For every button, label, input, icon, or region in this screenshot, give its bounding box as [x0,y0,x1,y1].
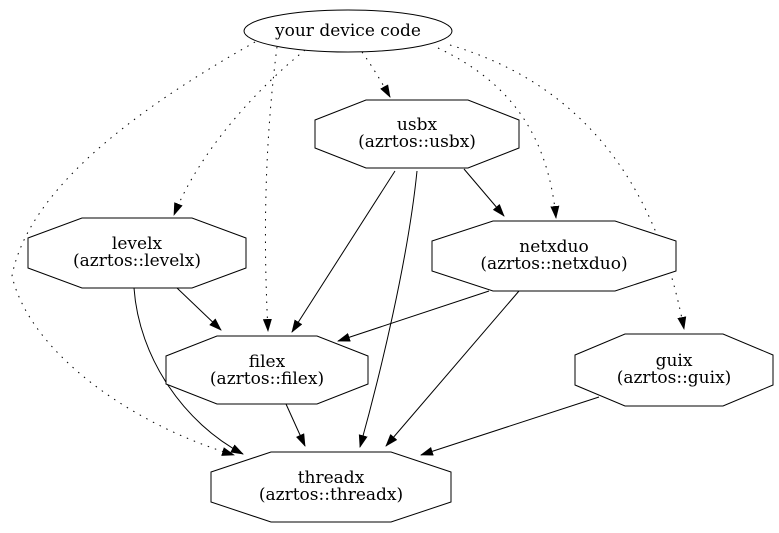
edge-netxduo-filex [337,290,490,342]
node-title-levelx: levelx [112,234,163,254]
node-threadx: threadx (azrtos::threadx) [210,451,452,523]
node-title-guix: guix [656,351,693,371]
edge-device-threadx [11,41,256,456]
node-subtitle-filex: (azrtos::filex) [210,369,324,389]
node-title-filex: filex [249,352,286,372]
edge-filex-threadx [285,403,306,447]
ellipse-your-device-code [243,9,453,53]
octagon-filex [165,335,369,405]
edge-usbx-threadx [358,170,418,448]
node-label-your-device-code: your device code [274,21,421,41]
node-subtitle-levelx: (azrtos::levelx) [73,251,201,271]
node-subtitle-usbx: (azrtos::usbx) [358,132,476,152]
nodes: your device code usbx (azrtos::usbx) lev… [27,9,774,523]
edge-netxduo-threadx [385,290,520,447]
edge-levelx-threadx [133,287,244,455]
edges [11,41,687,456]
node-title-usbx: usbx [397,115,438,135]
node-title-threadx: threadx [298,468,365,488]
edge-usbx-filex [291,170,396,333]
node-your-device-code: your device code [243,9,453,53]
octagon-usbx [314,99,520,169]
node-subtitle-threadx: (azrtos::threadx) [259,485,403,505]
edge-device-netxduo [437,47,560,219]
octagon-guix [574,333,774,407]
edge-levelx-filex [176,287,222,331]
node-netxduo: netxduo (azrtos::netxduo) [431,220,677,292]
node-levelx: levelx (azrtos::levelx) [27,217,247,289]
node-guix: guix (azrtos::guix) [574,333,774,407]
octagon-netxduo [431,220,677,292]
node-filex: filex (azrtos::filex) [165,335,369,405]
node-subtitle-guix: (azrtos::guix) [617,368,732,388]
octagon-levelx [27,217,247,289]
octagon-threadx [210,451,452,523]
node-usbx: usbx (azrtos::usbx) [314,99,520,169]
node-subtitle-netxduo: (azrtos::netxduo) [480,254,627,274]
node-title-netxduo: netxduo [519,237,589,257]
edge-device-filex [262,46,278,332]
edge-device-levelx [173,49,306,216]
edge-guix-threadx [420,396,600,456]
edge-usbx-netxduo [463,168,505,217]
edge-device-usbx [361,51,391,98]
